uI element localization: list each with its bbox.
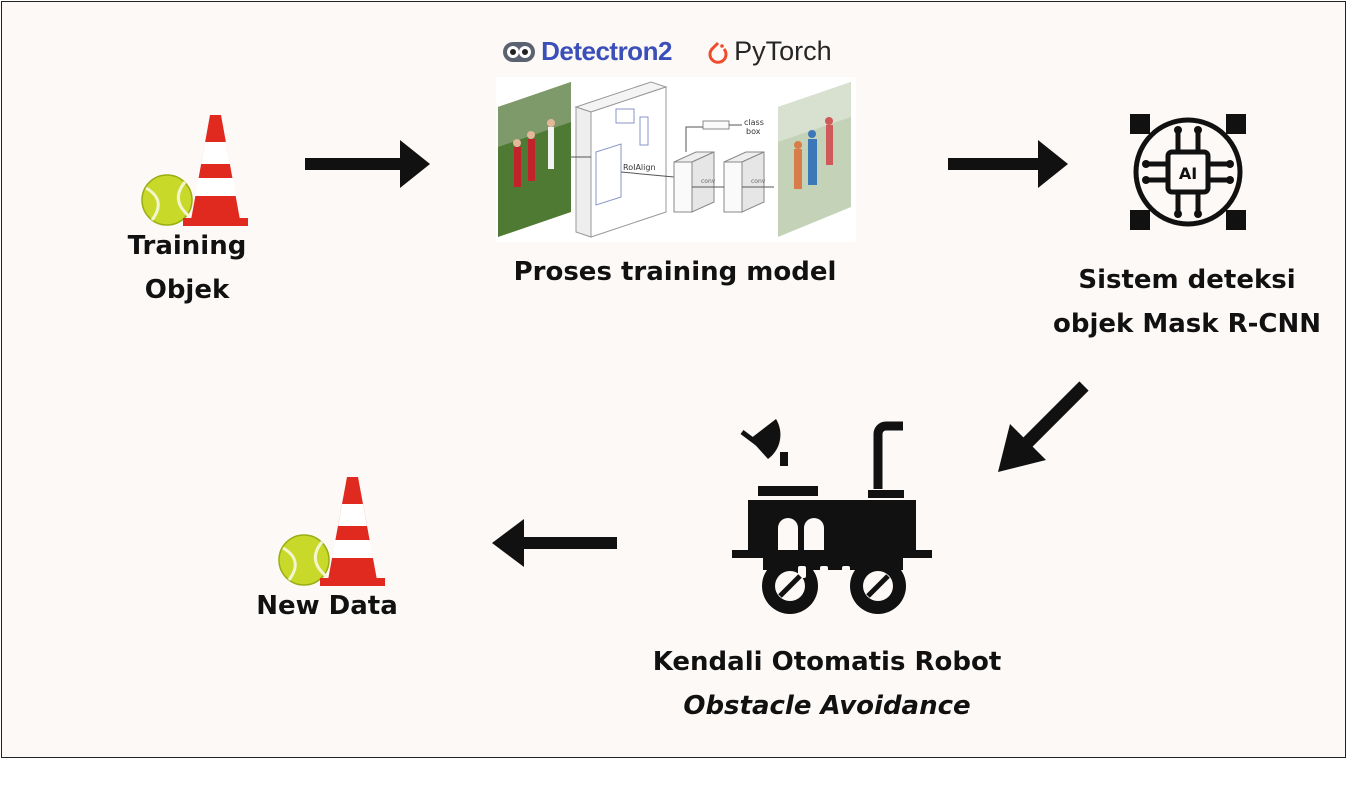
pytorch-flame-icon (708, 41, 728, 64)
traffic-cone-icon (183, 115, 248, 226)
output-photo (778, 82, 851, 237)
training-label-line2: Objek (144, 275, 230, 305)
traffic-cone-icon (320, 477, 385, 586)
box-text: box (746, 127, 761, 136)
tennis-ball-icon (141, 174, 193, 226)
mask-rcnn-figure: RoIAlign class box conv conv (496, 77, 856, 242)
detectron-logo: Detectron2 (502, 36, 672, 67)
ai-chip-text: AI (1179, 164, 1197, 183)
new-data-objects-icon (278, 477, 385, 586)
proses-label: Proses training model (513, 257, 837, 287)
detectron-eyes-icon (503, 41, 535, 62)
pytorch-logo-text: PyTorch (734, 36, 832, 66)
arrow-icon (948, 140, 1068, 188)
conv-text-2: conv (751, 178, 766, 185)
robot-label-line2: Obstacle Avoidance (683, 691, 971, 721)
backbone-block (574, 81, 668, 238)
ai-chip-icon: AI (1130, 114, 1246, 230)
robot-rover-icon (732, 419, 932, 614)
detectron-logo-text: Detectron2 (541, 36, 672, 66)
input-photo (498, 82, 571, 237)
arrow-icon (998, 381, 1089, 472)
roialign-text: RoIAlign (623, 163, 656, 172)
training-label-line1: Training (127, 231, 247, 261)
training-objects-icon (141, 115, 248, 226)
training-label: Training Objek (112, 224, 262, 312)
class-text: class (744, 118, 764, 127)
sistem-label: Sistem deteksi objek Mask R-CNN (1037, 258, 1337, 346)
sistem-label-line1: Sistem deteksi (1078, 265, 1296, 295)
new-data-label: New Data (256, 591, 398, 621)
head-blocks (673, 120, 765, 213)
diagram-frame: Training Objek Detectron2 PyTorch (1, 1, 1346, 758)
conv-text-1: conv (701, 178, 716, 185)
arrow-icon (305, 140, 430, 188)
arrow-icon (492, 519, 617, 567)
tennis-ball-icon (278, 534, 330, 586)
robot-label: Kendali Otomatis Robot Obstacle Avoidanc… (612, 640, 1042, 728)
sistem-label-line2: objek Mask R-CNN (1052, 309, 1321, 339)
pytorch-logo: PyTorch (707, 36, 832, 67)
robot-label-line1: Kendali Otomatis Robot (652, 647, 1002, 677)
